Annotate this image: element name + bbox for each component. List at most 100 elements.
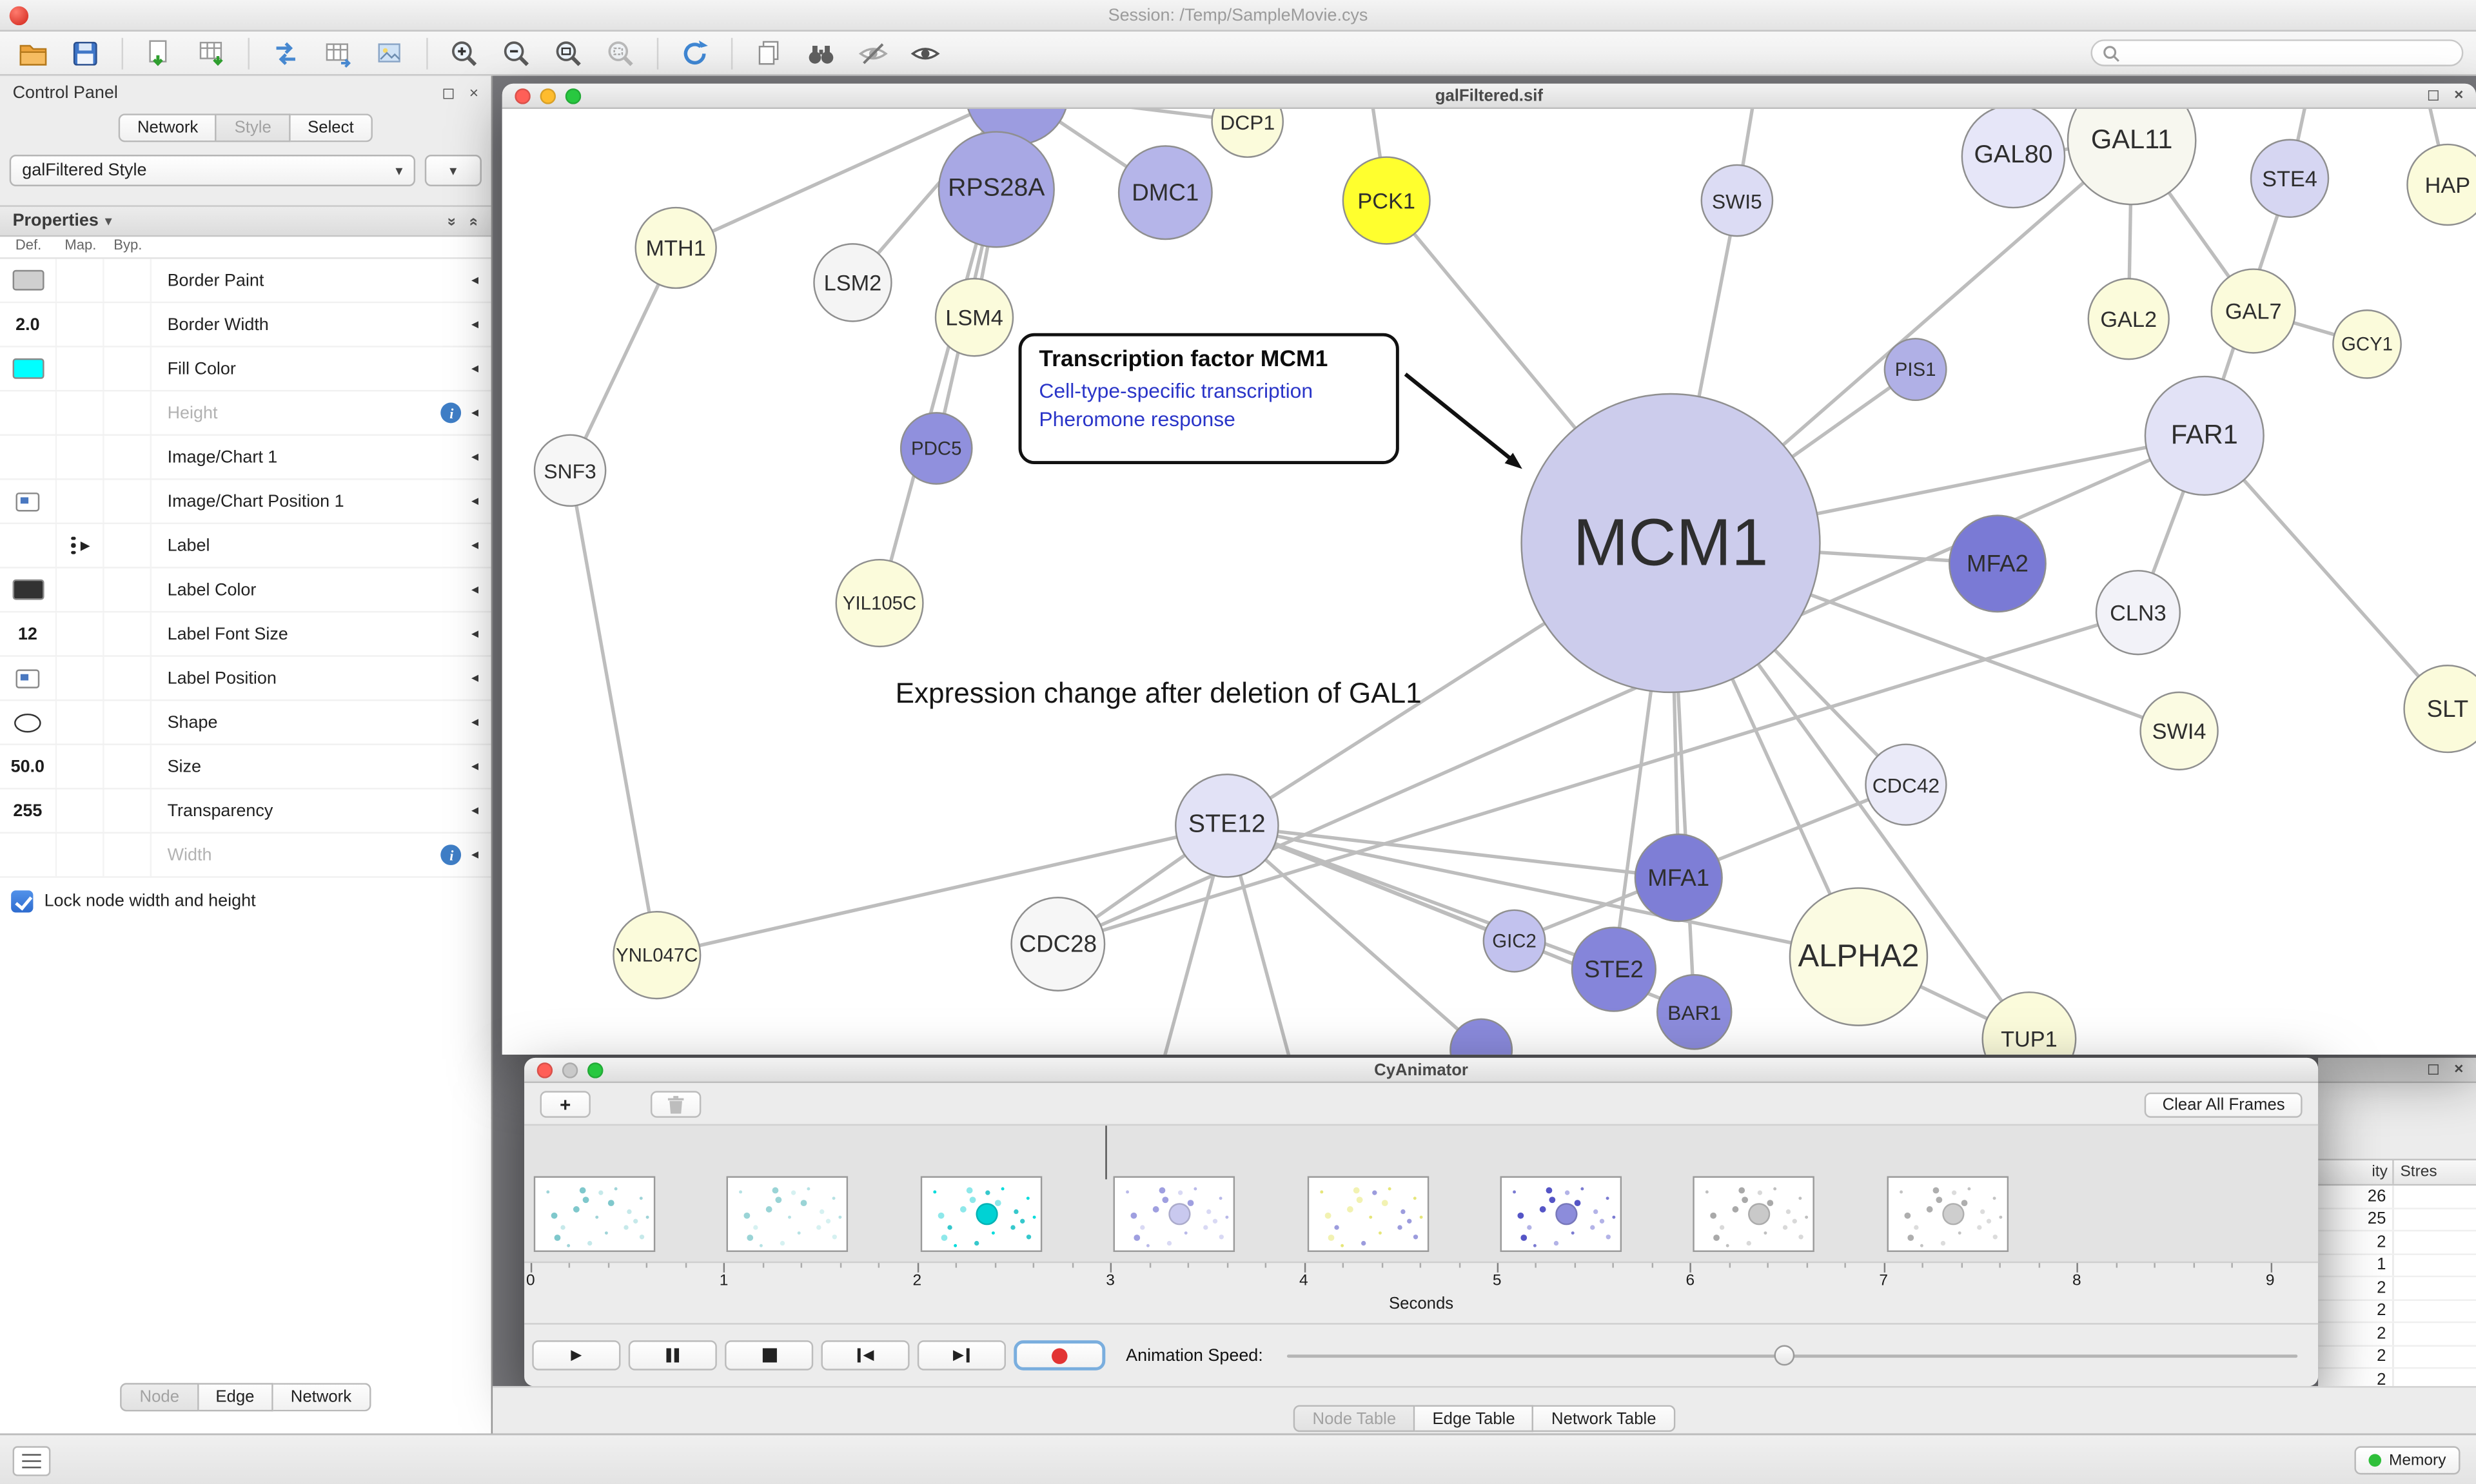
expand-arrow-icon[interactable]: ◂ [471,404,479,420]
bypass-cell[interactable] [104,745,152,788]
expand-arrow-icon[interactable]: ◂ [471,802,479,818]
cyanimator-titlebar[interactable]: CyAnimator [524,1057,2319,1084]
frame-thumbnail[interactable] [1113,1176,1235,1253]
expand-all-icon[interactable]: « [465,217,483,226]
results-row[interactable]: 2 [2318,1323,2476,1346]
tab-network-table[interactable]: Network Table [1534,1405,1675,1432]
results-row[interactable]: 2 [2318,1300,2476,1323]
save-session-button[interactable] [64,34,106,72]
network-node-dmc1[interactable]: DMC1 [1117,145,1213,240]
expand-arrow-icon[interactable]: ◂ [471,713,479,730]
mapping-cell[interactable] [57,701,104,744]
network-node-pdc5[interactable]: PDC5 [899,412,973,485]
bypass-cell[interactable] [104,347,152,390]
tab-style[interactable]: Style [217,113,291,142]
record-button[interactable] [1014,1340,1106,1371]
close-panel-icon[interactable]: × [469,84,479,102]
default-value-cell[interactable] [0,834,57,877]
bypass-cell[interactable] [104,303,152,346]
bypass-cell[interactable] [104,480,152,523]
property-row[interactable]: Fill Color◂ [0,347,491,392]
network-node-alpha2[interactable]: ALPHA2 [1789,887,1929,1026]
slider-thumb[interactable] [1773,1345,1794,1366]
network-caption[interactable]: Expression change after deletion of GAL1 [895,677,1422,709]
network-node-dcp1[interactable]: DCP1 [1211,108,1284,158]
default-value-cell[interactable]: 12 [0,612,57,656]
refresh-view-button[interactable] [674,34,716,72]
expand-arrow-icon[interactable]: ◂ [471,669,479,685]
default-value-cell[interactable] [0,347,57,390]
expand-arrow-icon[interactable]: ◂ [471,448,479,465]
expand-arrow-icon[interactable]: ◂ [471,625,479,641]
mapping-cell[interactable] [57,347,104,390]
delete-frame-button[interactable] [650,1091,702,1118]
style-selector[interactable]: galFiltered Style ▾ [9,155,416,186]
results-row[interactable]: 2 [2318,1369,2476,1387]
tab-node-table[interactable]: Node Table [1293,1405,1415,1432]
minimize-traffic-light[interactable] [540,87,556,104]
results-column-centrality[interactable]: ity [2318,1160,2394,1184]
frame-thumbnail[interactable] [920,1176,1042,1253]
network-node-gal2[interactable]: GAL2 [2087,278,2170,360]
memory-button[interactable]: Memory [2354,1446,2461,1475]
mapping-cell[interactable] [57,435,104,479]
results-row[interactable]: 1 [2318,1254,2476,1278]
frame-thumbnail[interactable] [1693,1176,1815,1253]
network-node-rps28a[interactable]: RPS28A [938,131,1055,248]
import-network-button[interactable] [139,34,181,72]
expand-arrow-icon[interactable]: ◂ [471,493,479,509]
close-traffic-light[interactable] [536,1061,553,1078]
default-value-cell[interactable] [0,480,57,523]
bypass-cell[interactable] [104,391,152,434]
duplicate-view-button[interactable] [749,34,790,72]
bypass-cell[interactable] [104,568,152,611]
pause-button[interactable] [628,1340,717,1371]
bypass-cell[interactable] [104,435,152,479]
clear-all-frames-button[interactable]: Clear All Frames [2145,1091,2303,1117]
bypass-cell[interactable] [104,524,152,567]
frame-thumbnail[interactable] [1887,1176,2009,1253]
bypass-cell[interactable] [104,259,152,302]
zoom-selected-button[interactable] [600,34,642,72]
play-button[interactable]: ▶ [532,1340,621,1371]
close-window-icon[interactable]: × [2454,1060,2464,1079]
search-box[interactable] [2090,39,2464,66]
default-value-cell[interactable] [0,259,57,302]
mapping-cell[interactable] [57,259,104,302]
tab-network[interactable]: Network [118,113,217,142]
expand-arrow-icon[interactable]: ◂ [471,360,479,376]
frame-thumbnail[interactable] [533,1176,656,1253]
mapping-cell[interactable] [57,303,104,346]
network-node-cdc42[interactable]: CDC42 [1865,743,1947,826]
annotation-link[interactable]: Pheromone response [1039,407,1235,431]
tab-edge-table[interactable]: Edge Table [1415,1405,1535,1432]
frame-thumbnail[interactable] [1500,1176,1622,1253]
stop-button[interactable] [725,1340,814,1371]
property-row[interactable]: Label Position◂ [0,656,491,701]
mapping-cell[interactable] [57,524,104,567]
export-table-button[interactable] [317,34,359,72]
bypass-cell[interactable] [104,834,152,877]
import-table-button[interactable] [191,34,232,72]
network-node-slt[interactable]: SLT [2403,665,2476,754]
task-history-button[interactable] [12,1446,51,1476]
property-row[interactable]: Border Paint◂ [0,259,491,304]
network-canvas[interactable]: RPS28BDCP1RPS28ADMC1PCK1SWI5GAL80GAL11ST… [502,108,2476,1055]
tab-select[interactable]: Select [290,113,373,142]
mapping-cell[interactable] [57,745,104,788]
playhead[interactable] [1105,1126,1106,1180]
bypass-cell[interactable] [104,612,152,656]
lock-size-checkbox[interactable] [11,890,34,913]
go-to-start-button[interactable]: ◀ [821,1340,910,1371]
close-window-icon[interactable]: × [2454,86,2464,104]
network-node-pis1[interactable]: PIS1 [1883,338,1947,402]
float-panel-icon[interactable]: ◻ [442,84,455,102]
network-node-mth1[interactable]: MTH1 [634,206,717,289]
network-node-mfa2[interactable]: MFA2 [1949,514,2047,613]
style-options-button[interactable]: ▾ [424,155,482,186]
frame-thumbnail[interactable] [727,1176,849,1253]
